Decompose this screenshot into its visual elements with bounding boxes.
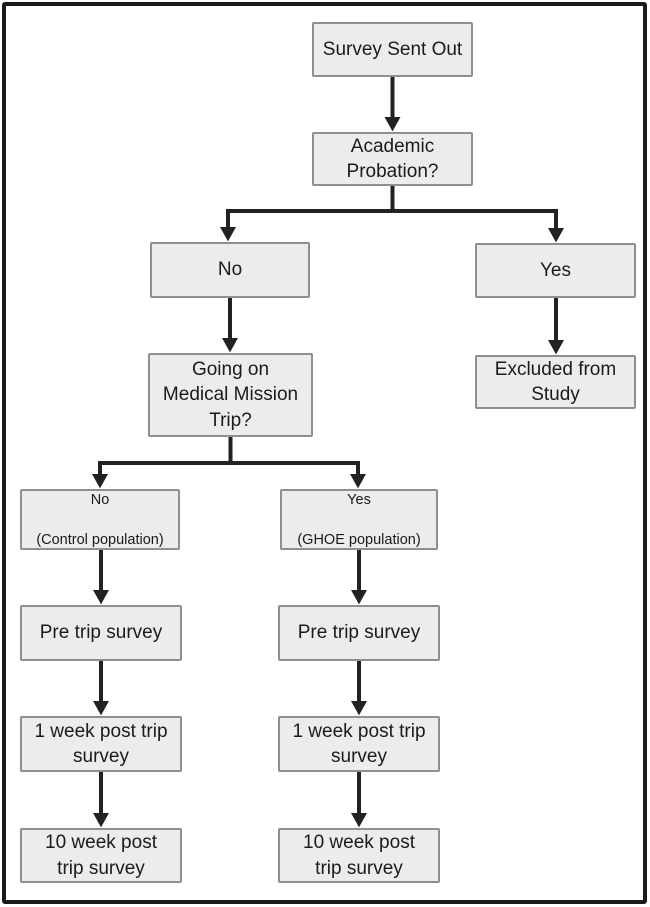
node-pretrip-survey-control: Pre trip survey: [20, 605, 182, 661]
node-trip-yes-ghoe: Yes (GHOE population): [280, 489, 438, 550]
node-mission-trip-question: Going on Medical Mission Trip?: [148, 353, 313, 437]
node-label: No: [90, 491, 110, 508]
node-sublabel: (Control population): [36, 531, 164, 548]
node-academic-probation: Academic Probation?: [312, 132, 473, 186]
node-week1-survey-control: 1 week post trip survey: [20, 716, 182, 772]
node-week1-survey-ghoe: 1 week post trip survey: [278, 716, 440, 772]
node-week10-survey-control: 10 week post trip survey: [20, 828, 182, 883]
node-survey-sent: Survey Sent Out: [312, 22, 473, 77]
node-excluded-from-study: Excluded from Study: [475, 355, 636, 409]
node-week10-survey-ghoe: 10 week post trip survey: [278, 828, 440, 883]
node-label: Yes: [347, 491, 371, 508]
node-sublabel: (GHOE population): [297, 531, 421, 548]
node-probation-no: No: [150, 242, 310, 298]
node-pretrip-survey-ghoe: Pre trip survey: [278, 605, 440, 661]
node-probation-yes: Yes: [475, 243, 636, 298]
node-trip-no-control: No (Control population): [20, 489, 180, 550]
